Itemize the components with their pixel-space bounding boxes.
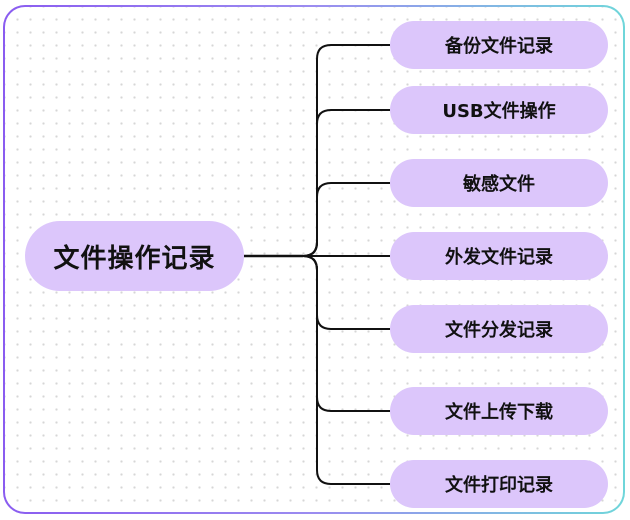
child-node-print-records[interactable]: 文件打印记录 bbox=[390, 460, 608, 508]
child-node-label: 文件上传下载 bbox=[445, 402, 553, 423]
branch-link-6 bbox=[302, 255, 390, 485]
root-node[interactable]: 文件操作记录 bbox=[25, 221, 244, 291]
root-node-label: 文件操作记录 bbox=[53, 243, 216, 274]
child-node-label: 文件打印记录 bbox=[445, 475, 553, 496]
child-node-sensitive-files[interactable]: 敏感文件 bbox=[390, 159, 608, 207]
child-node-backup-records[interactable]: 备份文件记录 bbox=[390, 21, 608, 69]
branch-link-2 bbox=[302, 182, 390, 257]
child-node-label: 外发文件记录 bbox=[445, 247, 553, 268]
child-node-outbound-records[interactable]: 外发文件记录 bbox=[390, 232, 608, 280]
child-node-label: 敏感文件 bbox=[463, 174, 535, 195]
child-node-distribution-records[interactable]: 文件分发记录 bbox=[390, 305, 608, 353]
child-node-upload-download[interactable]: 文件上传下载 bbox=[390, 387, 608, 435]
child-node-label: 文件分发记录 bbox=[445, 320, 553, 341]
child-node-label: 备份文件记录 bbox=[445, 36, 553, 57]
child-node-label: USB文件操作 bbox=[442, 101, 556, 122]
child-node-usb-operations[interactable]: USB文件操作 bbox=[390, 86, 608, 134]
